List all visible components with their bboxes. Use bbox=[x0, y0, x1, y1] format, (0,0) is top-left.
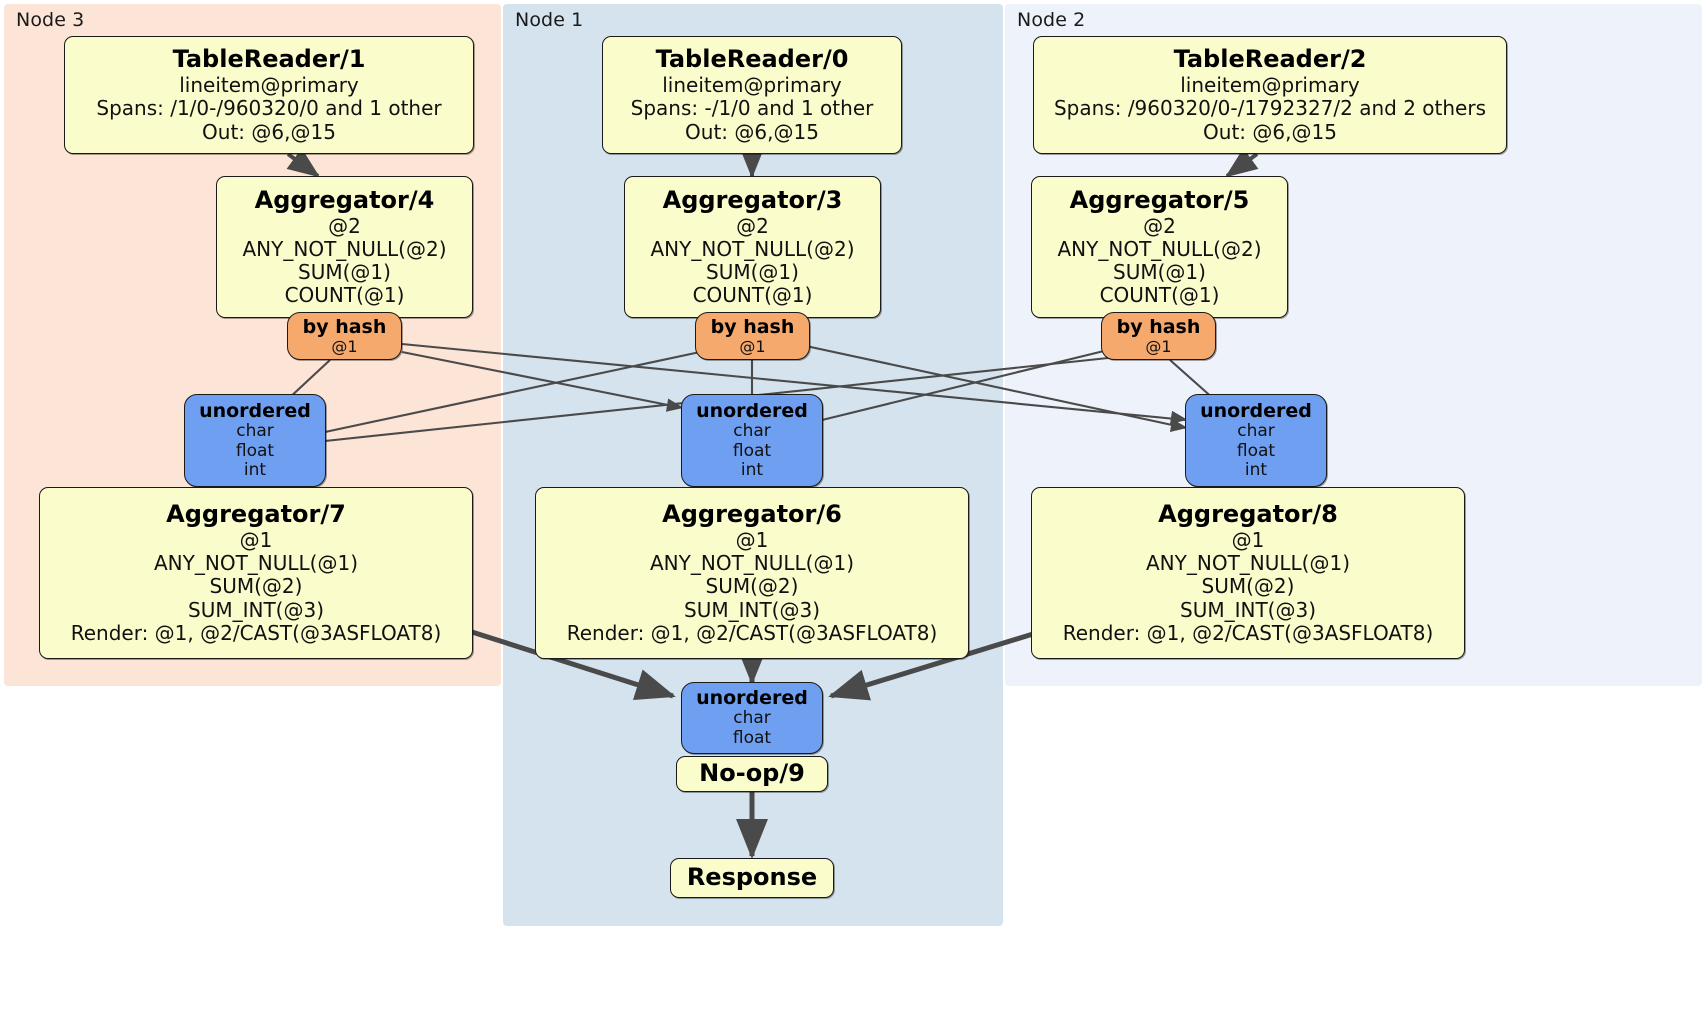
box-title: TableReader/0 bbox=[655, 45, 849, 74]
box-title: No-op/9 bbox=[699, 759, 805, 788]
sync-line: char bbox=[733, 708, 771, 729]
processor-aggregator-4[interactable]: Aggregator/4 @2 ANY_NOT_NULL(@2) SUM(@1)… bbox=[216, 176, 473, 318]
router-by-hash-3[interactable]: by hash @1 bbox=[695, 312, 810, 360]
synchronizer-unordered-8[interactable]: unordered char float int bbox=[1185, 394, 1327, 487]
processor-response[interactable]: Response bbox=[670, 858, 834, 898]
processor-aggregator-6[interactable]: Aggregator/6 @1 ANY_NOT_NULL(@1) SUM(@2)… bbox=[535, 487, 969, 659]
synchronizer-unordered-6[interactable]: unordered char float int bbox=[681, 394, 823, 487]
box-title: Aggregator/8 bbox=[1158, 500, 1338, 529]
box-line: SUM(@2) bbox=[1201, 574, 1295, 599]
box-line: Spans: -/1/0 and 1 other bbox=[630, 96, 874, 121]
sync-title: unordered bbox=[199, 399, 311, 422]
router-line: @1 bbox=[331, 336, 358, 356]
box-line: SUM(@1) bbox=[298, 259, 391, 284]
sync-title: unordered bbox=[696, 399, 808, 422]
sync-line: float bbox=[235, 440, 275, 461]
sync-line: float bbox=[1236, 440, 1276, 461]
synchronizer-unordered-7[interactable]: unordered char float int bbox=[184, 394, 326, 487]
router-title: by hash bbox=[302, 315, 387, 338]
box-line: ANY_NOT_NULL(@1) bbox=[1146, 551, 1350, 576]
box-line: SUM(@1) bbox=[706, 259, 799, 284]
box-line: lineitem@primary bbox=[662, 73, 842, 98]
box-title: Response bbox=[686, 863, 818, 892]
sync-line: char bbox=[733, 420, 771, 441]
box-title: Aggregator/4 bbox=[254, 185, 435, 214]
sync-line: char bbox=[1237, 420, 1275, 441]
box-title: TableReader/2 bbox=[1173, 45, 1367, 74]
box-line: @2 bbox=[1143, 213, 1176, 238]
box-line: COUNT(@1) bbox=[692, 283, 813, 308]
processor-aggregator-3[interactable]: Aggregator/3 @2 ANY_NOT_NULL(@2) SUM(@1)… bbox=[624, 176, 881, 318]
box-line: Out: @6,@15 bbox=[1203, 119, 1337, 144]
box-line: COUNT(@1) bbox=[284, 283, 405, 308]
processor-aggregator-8[interactable]: Aggregator/8 @1 ANY_NOT_NULL(@1) SUM(@2)… bbox=[1031, 487, 1465, 659]
box-line: SUM(@2) bbox=[705, 574, 799, 599]
box-line: @2 bbox=[736, 213, 769, 238]
node-label-node3: Node 3 bbox=[16, 9, 85, 31]
sync-title: unordered bbox=[696, 687, 808, 710]
sync-line: int bbox=[243, 460, 267, 481]
box-line: @1 bbox=[735, 527, 769, 552]
box-line: SUM_INT(@3) bbox=[188, 597, 324, 622]
box-line: SUM(@2) bbox=[209, 574, 303, 599]
box-line: Render: @1, @2/CAST(@3ASFLOAT8) bbox=[70, 620, 442, 645]
processor-tablereader-2[interactable]: TableReader/2 lineitem@primary Spans: /9… bbox=[1033, 36, 1507, 154]
box-line: Spans: /1/0-/960320/0 and 1 other bbox=[96, 96, 442, 121]
router-by-hash-4[interactable]: by hash @1 bbox=[287, 312, 402, 360]
box-line: ANY_NOT_NULL(@1) bbox=[650, 551, 854, 576]
box-line: COUNT(@1) bbox=[1099, 283, 1220, 308]
box-line: ANY_NOT_NULL(@2) bbox=[242, 236, 447, 261]
box-line: @2 bbox=[328, 213, 361, 238]
box-line: lineitem@primary bbox=[1180, 73, 1360, 98]
box-line: SUM(@1) bbox=[1113, 259, 1206, 284]
sync-line: char bbox=[236, 420, 274, 441]
box-line: ANY_NOT_NULL(@2) bbox=[650, 236, 855, 261]
box-line: Out: @6,@15 bbox=[202, 119, 336, 144]
node-label-node2: Node 2 bbox=[1017, 9, 1086, 31]
router-title: by hash bbox=[1116, 315, 1201, 338]
sync-line: float bbox=[732, 440, 772, 461]
box-line: lineitem@primary bbox=[179, 73, 359, 98]
box-line: SUM_INT(@3) bbox=[1180, 597, 1316, 622]
box-title: Aggregator/6 bbox=[662, 500, 842, 529]
box-title: Aggregator/3 bbox=[662, 185, 843, 214]
router-title: by hash bbox=[710, 315, 795, 338]
sync-line: int bbox=[740, 460, 764, 481]
processor-tablereader-1[interactable]: TableReader/1 lineitem@primary Spans: /1… bbox=[64, 36, 474, 154]
processor-aggregator-5[interactable]: Aggregator/5 @2 ANY_NOT_NULL(@2) SUM(@1)… bbox=[1031, 176, 1288, 318]
sync-title: unordered bbox=[1200, 399, 1312, 422]
router-line: @1 bbox=[739, 336, 766, 356]
box-line: ANY_NOT_NULL(@2) bbox=[1057, 236, 1262, 261]
processor-noop-9[interactable]: No-op/9 bbox=[676, 756, 828, 792]
sync-line: int bbox=[1244, 460, 1268, 481]
processor-aggregator-7[interactable]: Aggregator/7 @1 ANY_NOT_NULL(@1) SUM(@2)… bbox=[39, 487, 473, 659]
box-line: SUM_INT(@3) bbox=[684, 597, 820, 622]
processor-tablereader-0[interactable]: TableReader/0 lineitem@primary Spans: -/… bbox=[602, 36, 902, 154]
box-line: Spans: /960320/0-/1792327/2 and 2 others bbox=[1053, 96, 1486, 121]
box-title: Aggregator/5 bbox=[1069, 185, 1250, 214]
router-line: @1 bbox=[1145, 336, 1172, 356]
synchronizer-unordered-final[interactable]: unordered char float bbox=[681, 682, 823, 754]
box-title: TableReader/1 bbox=[172, 45, 366, 74]
box-line: ANY_NOT_NULL(@1) bbox=[154, 551, 358, 576]
router-by-hash-5[interactable]: by hash @1 bbox=[1101, 312, 1216, 360]
box-line: @1 bbox=[1231, 527, 1265, 552]
sync-line: float bbox=[732, 728, 772, 749]
node-label-node1: Node 1 bbox=[515, 9, 584, 31]
box-title: Aggregator/7 bbox=[166, 500, 346, 529]
box-line: Render: @1, @2/CAST(@3ASFLOAT8) bbox=[566, 620, 938, 645]
box-line: Out: @6,@15 bbox=[685, 119, 819, 144]
box-line: @1 bbox=[239, 527, 273, 552]
box-line: Render: @1, @2/CAST(@3ASFLOAT8) bbox=[1062, 620, 1434, 645]
